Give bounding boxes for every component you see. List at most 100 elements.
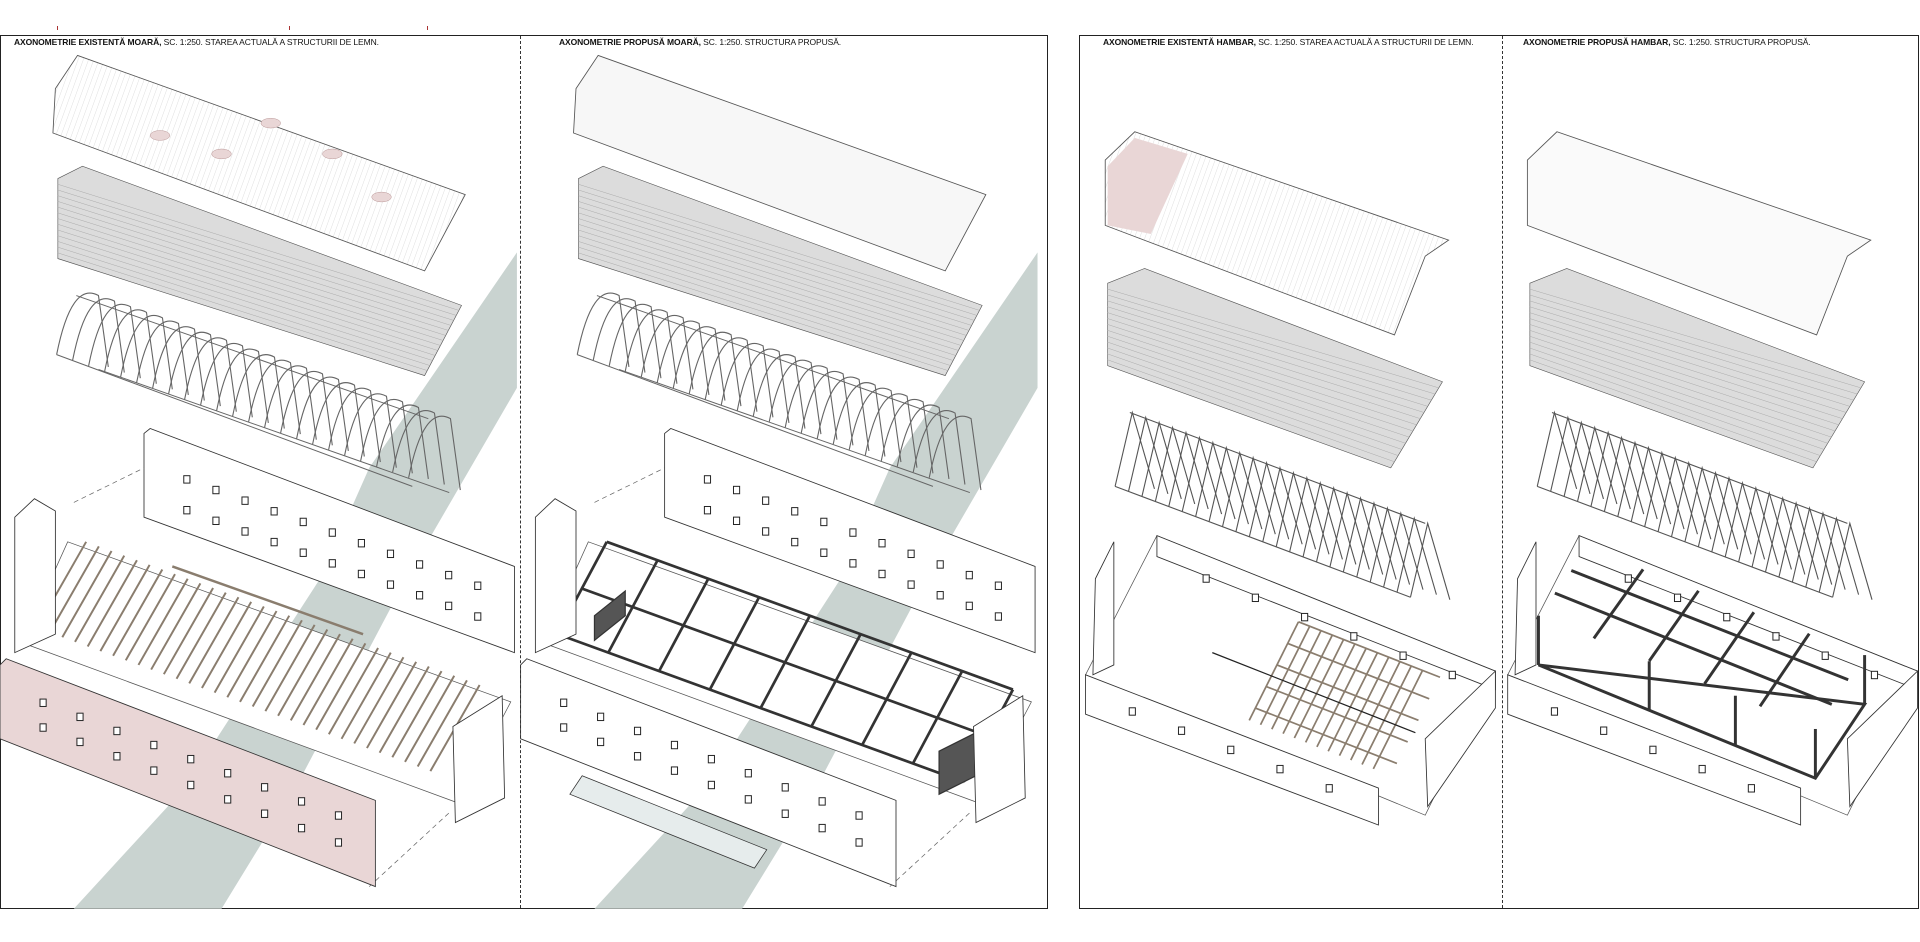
- window: [150, 766, 158, 775]
- roof-truss: [1617, 440, 1658, 520]
- window: [703, 505, 712, 515]
- steel-beam: [1703, 611, 1756, 685]
- covering-stripe: [1107, 294, 1436, 395]
- roof-truss: [1114, 410, 1155, 490]
- steel-frame-bottom: [1537, 663, 1868, 781]
- roof-truss: [1409, 521, 1451, 600]
- floor-beam: [99, 564, 151, 652]
- roof-truss: [1644, 450, 1685, 530]
- panel-title-hambar-existing: AXONOMETRIE EXISTENTĂ HAMBAR, SC. 1:250.…: [1103, 37, 1474, 47]
- panel-title-hambar-proposed: AXONOMETRIE PROPUSĂ HAMBAR, SC. 1:250. S…: [1523, 37, 1811, 47]
- covering-stripe: [1107, 312, 1425, 413]
- roof-truss: [1778, 500, 1819, 580]
- roof-truss: [264, 365, 317, 440]
- covering-stripe: [1107, 347, 1402, 450]
- covering-stripe: [1529, 336, 1832, 438]
- canopy: [569, 775, 768, 869]
- roof-truss: [1302, 480, 1343, 560]
- window: [994, 612, 1002, 621]
- window: [113, 726, 121, 736]
- floor-beam: [188, 596, 240, 684]
- window: [965, 570, 973, 580]
- window: [936, 560, 944, 569]
- tick-mark: [427, 26, 428, 30]
- roof-truss: [1724, 480, 1766, 560]
- window: [1673, 593, 1682, 603]
- roof-truss: [88, 303, 141, 379]
- roof-truss: [376, 404, 429, 479]
- covering-stripe: [57, 241, 433, 361]
- floor-beam: [1349, 661, 1401, 761]
- roof-truss: [232, 354, 285, 429]
- window: [560, 723, 568, 732]
- covering-stripe: [1107, 300, 1432, 401]
- roof-truss: [1536, 410, 1578, 490]
- roof-layer: [1104, 131, 1450, 336]
- floor-beam: [1255, 707, 1398, 765]
- roof-truss: [688, 331, 742, 407]
- covering-stripe: [57, 195, 454, 321]
- window: [1649, 745, 1657, 755]
- floor-beam: [1287, 642, 1430, 700]
- covering-stripe: [1107, 330, 1414, 432]
- window: [820, 517, 828, 527]
- timber-girder: [171, 565, 364, 636]
- roof-truss: [1329, 490, 1370, 570]
- roof-truss: [1590, 430, 1631, 510]
- front-wall: [0, 658, 376, 888]
- roof-truss: [136, 320, 189, 396]
- title-bold: AXONOMETRIE PROPUSĂ MOARĂ,: [559, 37, 701, 47]
- floor-beam: [1327, 652, 1379, 752]
- truss-eave: [1537, 485, 1833, 598]
- window: [1821, 651, 1829, 660]
- floor-beam: [416, 679, 468, 768]
- window: [39, 723, 47, 732]
- window: [1128, 707, 1136, 716]
- window: [1624, 574, 1632, 583]
- window: [150, 740, 158, 750]
- floor-beam: [340, 652, 392, 740]
- covering-stripe: [57, 212, 446, 336]
- roof-truss: [1764, 495, 1806, 575]
- guide-line: [73, 467, 145, 503]
- covering-stripe: [57, 184, 459, 311]
- floor-beam: [150, 582, 202, 671]
- covering-stripe: [57, 206, 449, 331]
- roof-truss: [184, 337, 237, 412]
- window: [334, 811, 343, 820]
- hambar-existing-axonometry: [1085, 131, 1496, 826]
- floor-beam: [61, 550, 113, 638]
- floor-beam: [264, 624, 316, 712]
- roof-truss: [1127, 415, 1169, 495]
- covering-stripe: [57, 235, 436, 356]
- window: [762, 527, 770, 536]
- window: [299, 517, 307, 527]
- window: [907, 580, 915, 589]
- floor-beam: [1338, 656, 1390, 757]
- window: [416, 560, 424, 569]
- covering-stripe: [1529, 288, 1861, 389]
- window: [474, 581, 482, 590]
- title-rest: SC. 1:250. STRUCTURA PROPUSĂ.: [1670, 37, 1811, 47]
- window: [241, 527, 249, 536]
- covering-stripe: [1107, 359, 1395, 462]
- steel-girder: [581, 587, 989, 738]
- window: [1276, 764, 1284, 774]
- window: [328, 528, 336, 537]
- steel-beam: [1554, 591, 1833, 706]
- roof-truss: [1208, 445, 1249, 525]
- sheet-frame-moara: AXONOMETRIE EXISTENTĂ MOARĂ, SC. 1:250. …: [0, 35, 1048, 909]
- gable-wall-right: [1424, 670, 1496, 808]
- window: [744, 769, 752, 778]
- title-rest: SC. 1:250. STAREA ACTUALĂ A STRUCTURII D…: [161, 37, 379, 47]
- roof-truss: [312, 382, 365, 457]
- window: [1698, 764, 1706, 774]
- gable-wall-right: [452, 694, 506, 824]
- roof-truss: [1697, 470, 1739, 550]
- roof-truss: [1262, 465, 1303, 545]
- window: [261, 783, 269, 792]
- window: [386, 580, 395, 589]
- covering-stripe: [57, 189, 457, 316]
- roof-truss: [104, 309, 157, 384]
- roof-truss: [816, 376, 870, 451]
